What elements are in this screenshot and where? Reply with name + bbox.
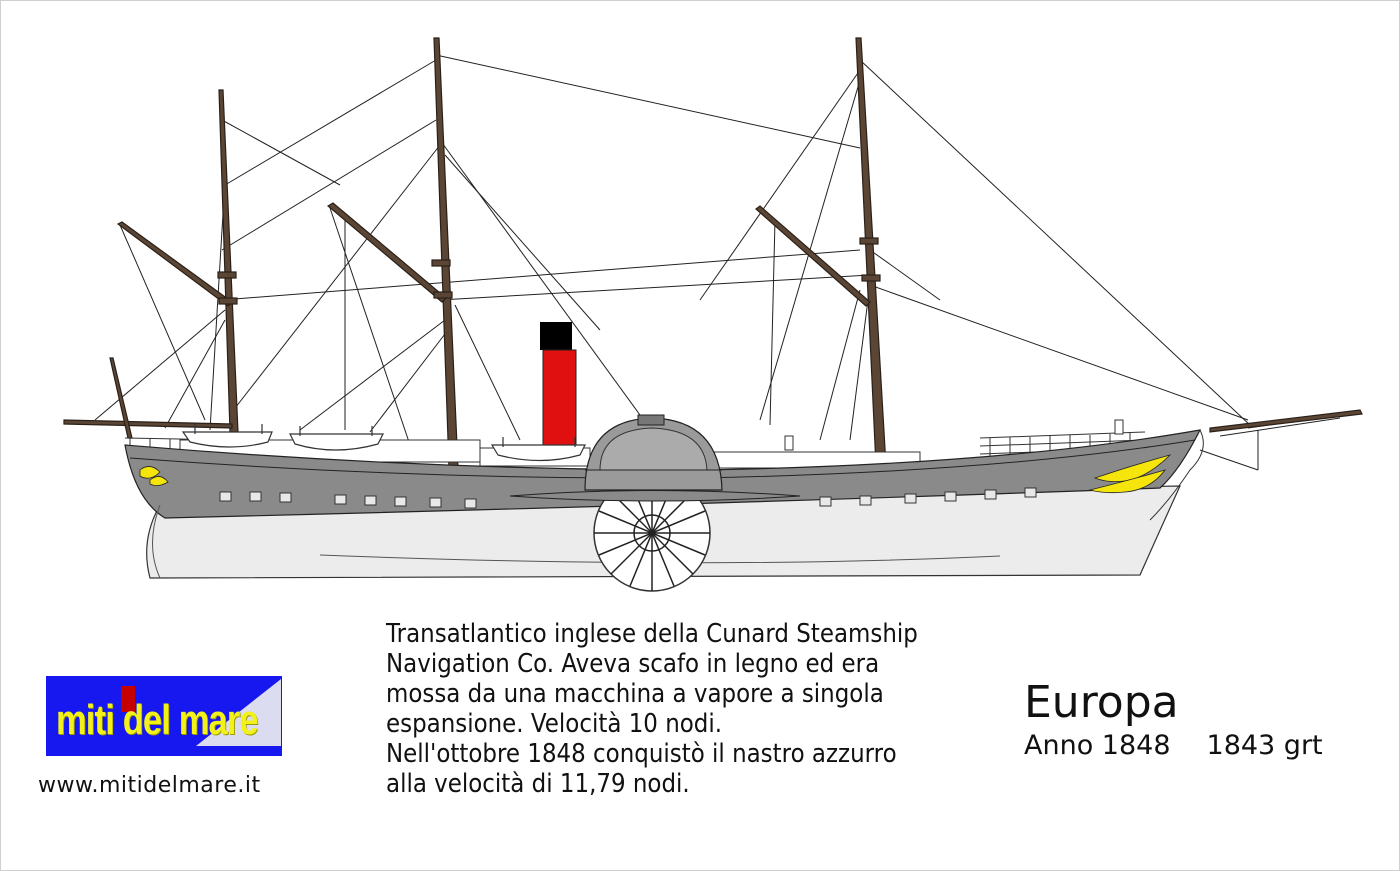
ship-name: Europa [1024,677,1179,728]
stern-ornament [139,466,169,486]
bow-stem [1149,429,1204,521]
description-line: Navigation Co. Aveva scafo in legno ed e… [386,649,880,679]
portholes [219,487,1037,509]
funnel [540,322,577,446]
description-line: mossa da una macchina a vapore a singola [386,679,884,709]
description-line: Transatlantico inglese della Cunard Stea… [386,619,918,649]
ship-description: Transatlantico inglese della Cunard Stea… [386,619,926,799]
logo-wing-shape [121,679,281,746]
bow-ornament [1088,454,1172,494]
description-line: espansione. Velocità 10 nodi. [386,709,723,739]
ship-tonnage: 1843 grt [1206,730,1323,761]
description-line: Nell'ottobre 1848 conquistò il nastro az… [386,739,897,769]
paddle-box-inner [599,427,708,471]
rigging [94,54,1361,471]
ship-profile-drawing [63,37,1363,592]
logo-text: miti del mare [56,696,259,743]
ship-year: Anno 1848 [1024,730,1171,761]
ship-info: Anno 1848 1843 grt [1024,730,1323,761]
lifeboats [181,424,586,462]
paddle-sponson [509,490,801,502]
description-line: alla velocità di 11,79 nodi. [386,769,690,799]
website-link[interactable]: www.mitidelmare.it [38,773,261,798]
stern-post [152,504,161,579]
paddle-box-cap [637,414,665,426]
vents [784,419,1124,451]
masts [63,37,1363,469]
miti-del-mare-logo[interactable]: miti del mare [46,676,282,756]
